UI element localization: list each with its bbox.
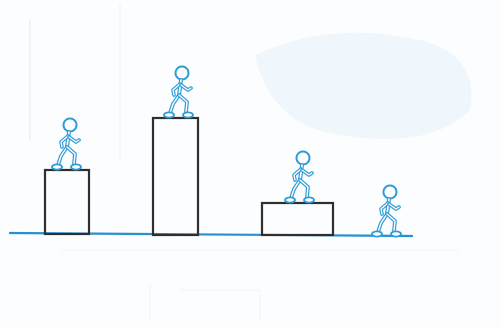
low-wide-box (262, 203, 333, 235)
figure-on-tall-box (164, 67, 193, 118)
left-box (45, 170, 89, 234)
figure-on-left-box (52, 119, 81, 170)
stick-figure-icon (285, 152, 314, 203)
figure-on-ground (372, 186, 401, 237)
stick-figure-icon (52, 119, 81, 170)
faint-background-marks (30, 5, 471, 320)
stick-figure-icon (164, 67, 193, 118)
tall-box (153, 118, 198, 235)
stick-figure-icon (372, 186, 401, 237)
figure-on-low-box (285, 152, 314, 203)
